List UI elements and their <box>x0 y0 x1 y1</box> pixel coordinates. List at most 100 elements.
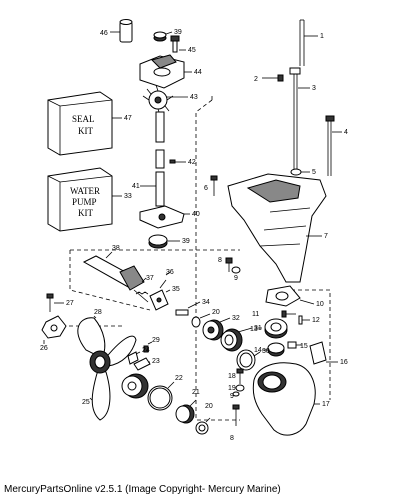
part-43-impeller[interactable] <box>142 84 188 116</box>
part-32-forward-gear[interactable] <box>202 317 231 341</box>
part-25-propeller-assembly[interactable] <box>89 397 93 401</box>
part-4-stud[interactable] <box>325 115 342 176</box>
bearing-carrier-assembly[interactable] <box>121 373 149 399</box>
callout-41: 41 <box>132 183 140 190</box>
callout-8a: 8 <box>218 257 222 264</box>
callout-17: 17 <box>322 401 330 408</box>
callout-18: 18 <box>228 373 236 380</box>
callout-20b: 20 <box>205 403 213 410</box>
part-1-stud[interactable] <box>299 19 318 66</box>
part-44-pump-housing[interactable] <box>139 54 192 89</box>
callout-31: 31 <box>254 325 262 332</box>
water-pump-kit-box[interactable]: WATER PUMP KIT 33 <box>47 167 132 232</box>
part-9-washer-lower[interactable] <box>232 391 240 397</box>
callout-8b: 8 <box>230 435 234 442</box>
part-35-clutch[interactable] <box>149 289 171 311</box>
part-5-bushing[interactable] <box>290 168 310 176</box>
part-15-nut[interactable] <box>287 341 302 349</box>
part-39-seal-upper[interactable] <box>153 31 173 42</box>
part-26-anode-block[interactable] <box>41 315 67 344</box>
callout-3: 3 <box>312 85 316 92</box>
callout-4: 4 <box>344 129 348 136</box>
part-13-bearing[interactable] <box>258 318 288 339</box>
drive-shaft-upper[interactable] <box>155 111 165 169</box>
seal-kit-label-line-2: KIT <box>78 126 93 136</box>
callout-46: 46 <box>100 30 108 37</box>
callouts: 1 2 3 4 5 6 7 8 9 10 11 12 13 14 15 16 1… <box>40 29 348 442</box>
callout-19: 19 <box>228 385 236 392</box>
callout-32: 32 <box>232 315 240 322</box>
part-16-shim[interactable] <box>309 341 338 365</box>
part-7-gear-housing[interactable] <box>227 173 327 283</box>
footer-copyright: MercuryPartsOnline v2.5.1 (Image Copyrig… <box>4 484 281 495</box>
part-46-grommet[interactable] <box>110 19 133 43</box>
part-17-lower-gearcase[interactable] <box>252 362 320 436</box>
callout-16: 16 <box>340 359 348 366</box>
part-22-o-ring[interactable] <box>147 381 175 411</box>
water-pump-kit-label-line-3: KIT <box>78 208 93 218</box>
callout-6: 6 <box>204 185 208 192</box>
part-11-screw[interactable] <box>281 310 296 318</box>
part-8-screw-upper[interactable] <box>225 257 233 272</box>
callout-39b: 39 <box>182 238 190 245</box>
water-pump-kit-label-line-1: WATER <box>70 186 100 196</box>
part-20-washer[interactable] <box>191 313 211 328</box>
part-41-drive-shaft[interactable] <box>140 171 165 207</box>
part-9-washer-upper[interactable] <box>231 266 241 274</box>
part-30-retaining-ring[interactable] <box>236 349 261 371</box>
callout-45: 45 <box>188 47 196 54</box>
part-23-thrust-hub[interactable] <box>133 357 151 371</box>
part-37-cam-follower[interactable] <box>133 277 149 303</box>
callout-5: 5 <box>312 169 316 176</box>
callout-10: 10 <box>316 301 324 308</box>
part-34-cross-pin[interactable] <box>175 301 201 316</box>
part-36-pin[interactable] <box>159 271 171 289</box>
seal-kit-box[interactable]: SEAL KIT 47 <box>47 91 132 156</box>
callout-2: 2 <box>254 76 258 83</box>
part-6-screw[interactable] <box>210 175 218 196</box>
callout-47: 47 <box>124 115 132 122</box>
callout-21: 21 <box>192 389 200 396</box>
part-14-pinion[interactable] <box>262 342 285 357</box>
callout-14: 14 <box>254 347 262 354</box>
part-42-key[interactable] <box>169 159 186 164</box>
part-12-pin[interactable] <box>298 315 310 325</box>
part-38-propeller-shaft[interactable] <box>82 251 145 291</box>
part-19-washer[interactable] <box>235 384 245 392</box>
callout-42: 42 <box>188 159 196 166</box>
part-39-seal-lower[interactable] <box>148 234 180 249</box>
part-2-screw[interactable] <box>262 74 284 82</box>
part-28-propeller[interactable] <box>77 315 137 421</box>
part-31-bearing[interactable] <box>220 327 253 352</box>
callout-37: 37 <box>146 275 154 282</box>
water-pump-kit-label-line-2: PUMP <box>72 197 97 207</box>
callout-40: 40 <box>192 211 200 218</box>
callout-28: 28 <box>94 309 102 316</box>
callout-44: 44 <box>194 69 202 76</box>
callout-29: 29 <box>152 337 160 344</box>
callout-27: 27 <box>66 300 74 307</box>
callout-39a: 39 <box>174 29 182 36</box>
part-18-screw[interactable] <box>236 368 244 384</box>
callout-1: 1 <box>320 33 324 40</box>
callout-7: 7 <box>324 233 328 240</box>
part-10-gasket[interactable] <box>265 285 315 307</box>
part-3-shift-shaft[interactable] <box>289 67 310 170</box>
part-27-screw[interactable] <box>46 293 64 312</box>
part-45-screw[interactable] <box>170 35 186 53</box>
callout-9b: 9 <box>230 393 234 400</box>
part-29-pin[interactable] <box>143 341 153 353</box>
part-24-tab-washer[interactable] <box>127 351 141 365</box>
callout-12: 12 <box>312 317 320 324</box>
callout-20a: 20 <box>212 309 220 316</box>
part-21-bearing-carrier[interactable] <box>175 399 197 424</box>
callout-11: 11 <box>252 311 259 318</box>
part-40-face-plate[interactable] <box>139 205 190 229</box>
callout-38: 38 <box>112 245 120 252</box>
callout-13: 13 <box>250 326 258 333</box>
part-20-washer-lower[interactable] <box>195 417 211 435</box>
callout-33: 33 <box>124 193 132 200</box>
part-8-screw-lower[interactable] <box>232 404 240 426</box>
callout-26: 26 <box>40 345 48 352</box>
